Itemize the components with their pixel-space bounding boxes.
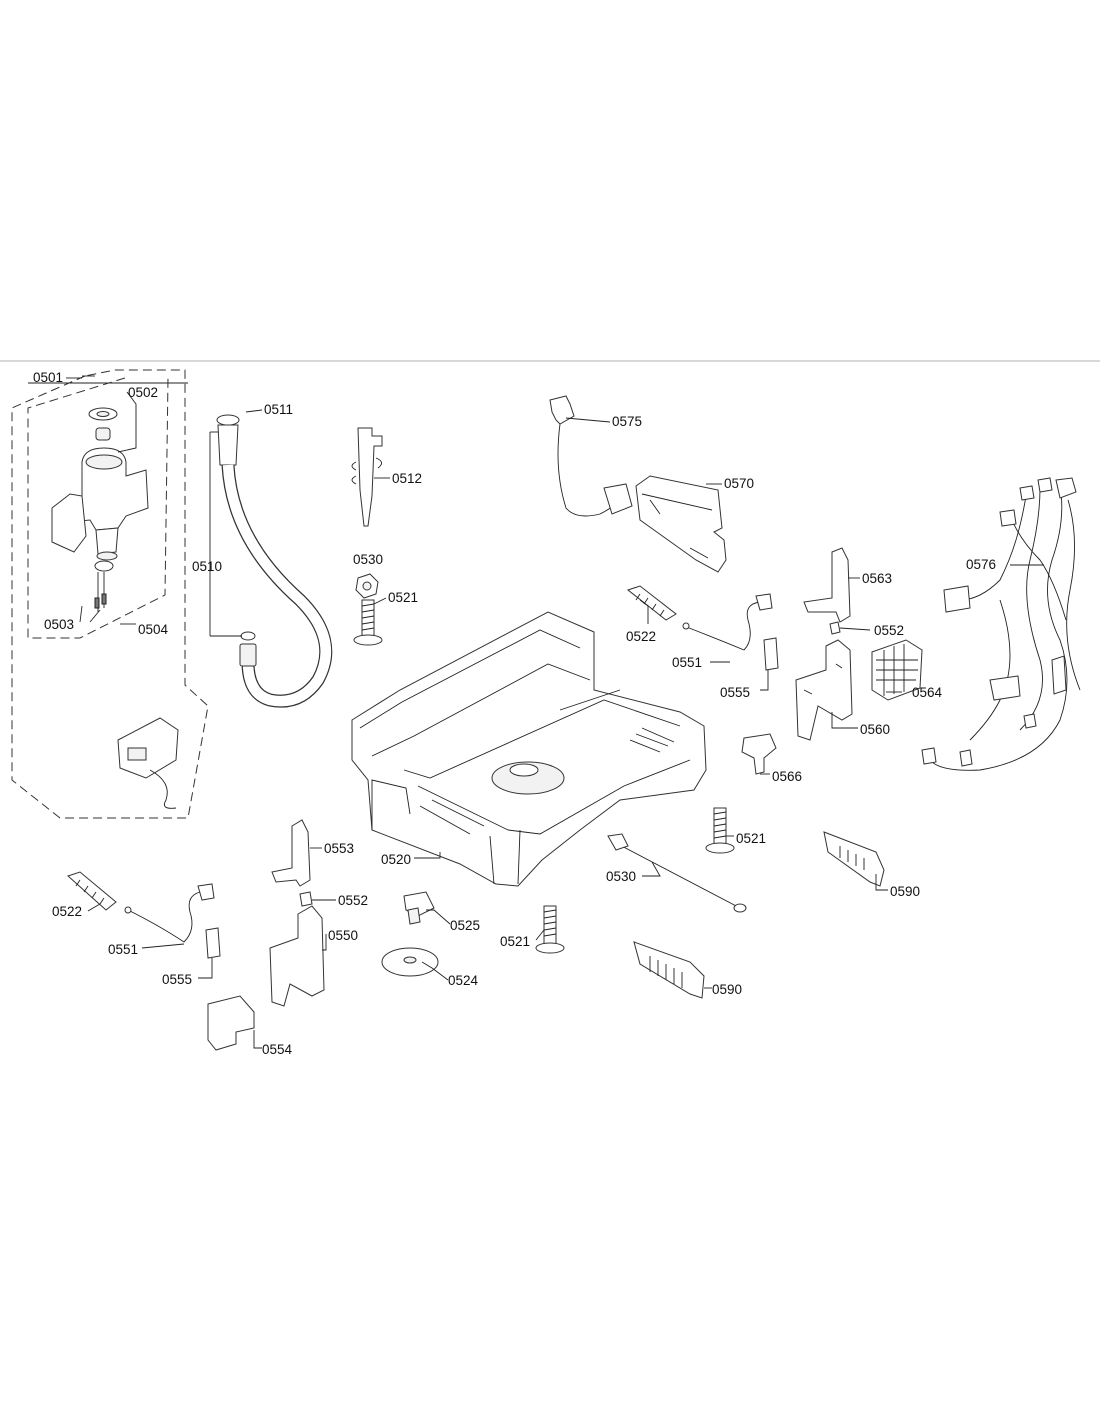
part-0576-wiring-harness <box>921 477 1081 771</box>
part-0525-hinge-clip <box>403 891 435 925</box>
label-0564: 0564 <box>912 685 943 700</box>
label-0522-right: 0522 <box>626 629 656 644</box>
assembly-0501 <box>11 369 209 819</box>
label-0521-right: 0521 <box>736 831 766 846</box>
part-0521-foot-screw-right <box>705 807 735 854</box>
part-0520-base-frame <box>351 611 707 887</box>
part-0554-bracket <box>207 995 255 1051</box>
part-0530-rod <box>607 833 747 913</box>
part-0530-nut-upper <box>355 573 379 599</box>
label-0530-rod: 0530 <box>606 869 636 884</box>
label-0524: 0524 <box>448 973 479 988</box>
part-0522-spring-left <box>67 871 117 911</box>
label-0560: 0560 <box>860 722 890 737</box>
label-0550: 0550 <box>328 928 358 943</box>
label-0576: 0576 <box>966 557 996 572</box>
label-0501: 0501 <box>33 370 63 385</box>
part-0563-hinge-bracket <box>803 547 851 623</box>
part-0551-cable-right <box>682 593 773 651</box>
label-0522-left: 0522 <box>52 904 82 919</box>
label-0512: 0512 <box>392 471 422 486</box>
label-0590-lower: 0590 <box>712 982 742 997</box>
label-0590-upper: 0590 <box>890 884 920 899</box>
label-0554: 0554 <box>262 1042 293 1057</box>
label-0563: 0563 <box>862 571 892 586</box>
label-0551-right: 0551 <box>672 655 702 670</box>
leader-lines <box>66 377 1044 1049</box>
assembly-0502-outline <box>27 377 169 639</box>
part-0553-hinge-bracket <box>271 819 311 887</box>
part-0590-panel-lower <box>633 941 705 999</box>
label-0511: 0511 <box>264 402 293 417</box>
label-0552-left: 0552 <box>338 893 368 908</box>
label-0575: 0575 <box>612 414 642 429</box>
label-0510: 0510 <box>192 559 222 574</box>
part-0570-control-module <box>635 475 727 573</box>
label-0525: 0525 <box>450 918 480 933</box>
label-0552-right: 0552 <box>874 623 904 638</box>
part-0550-hinge <box>269 905 325 1007</box>
assembly-0501-outline <box>11 369 209 819</box>
label-0555-left: 0555 <box>162 972 192 987</box>
label-0521-lower: 0521 <box>500 934 530 949</box>
label-0502: 0502 <box>128 385 158 400</box>
part-0502-valve <box>51 407 149 612</box>
label-0504: 0504 <box>138 622 169 637</box>
label-0503: 0503 <box>44 617 74 632</box>
label-0555-right: 0555 <box>720 685 750 700</box>
part-0510-drain-hose <box>209 414 333 708</box>
label-0566: 0566 <box>772 769 802 784</box>
part-0575-power-cable <box>549 395 633 517</box>
part-0521-foot-screw-upper <box>353 599 383 646</box>
part-0552-spring-left <box>299 891 313 907</box>
part-0560-hinge <box>795 639 853 741</box>
part-0552-spring-right <box>829 621 841 635</box>
label-0553: 0553 <box>324 841 354 856</box>
part-0555-holder-left <box>205 927 221 959</box>
callout-labels: 0501 0502 0503 0504 0511 0510 0512 0530 … <box>33 370 996 1057</box>
label-0520: 0520 <box>381 852 411 867</box>
part-0564-grille <box>871 639 923 701</box>
label-0570: 0570 <box>724 476 754 491</box>
part-0524-disc <box>381 947 439 977</box>
label-0530-upper: 0530 <box>353 552 383 567</box>
label-0521-upper: 0521 <box>388 590 418 605</box>
part-0512-clip <box>351 427 383 527</box>
label-0551-left: 0551 <box>108 942 138 957</box>
part-0551-cable-left <box>124 883 215 943</box>
part-0504-inlet-hose <box>91 637 179 809</box>
part-0522-spring-right <box>626 585 677 621</box>
part-0566-sensor <box>741 733 777 775</box>
part-0590-panel-upper <box>823 831 885 887</box>
part-0521-foot-screw-lower <box>535 905 565 954</box>
part-0555-holder-right <box>763 637 779 671</box>
